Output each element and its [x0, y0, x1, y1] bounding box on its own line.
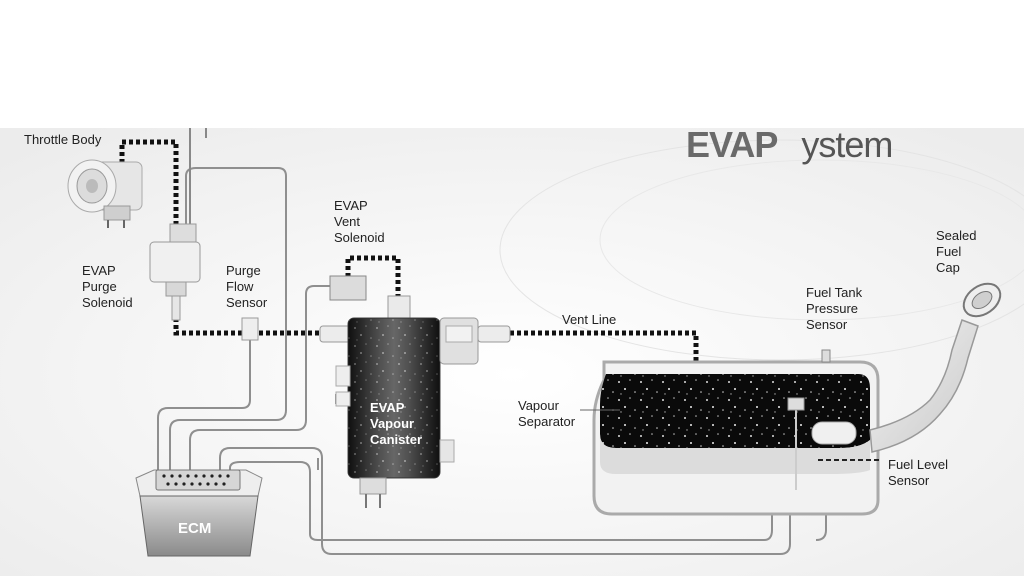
throttle-body-label: Throttle Body: [24, 132, 102, 147]
purge-flow-sensor: [241, 317, 259, 341]
purge-solenoid: [149, 223, 201, 321]
title-part-2: ystem: [801, 124, 893, 165]
fuel-level-sensor-label: Fuel Level Sensor: [888, 457, 948, 488]
vapour-separator-label: Vapour Separator: [518, 398, 576, 429]
ecm-unit: [135, 469, 263, 557]
vapour-canister: [335, 295, 479, 508]
fuel-tank-pressure-sensor-label: Fuel Tank Pressure Sensor: [806, 285, 863, 332]
vent-solenoid: [329, 275, 367, 301]
purge-flow-sensor-label: Purge Flow Sensor: [226, 263, 268, 310]
title-part-1: EVAP: [686, 124, 778, 165]
filler-neck: [869, 282, 1002, 453]
sealed-fuel-cap-label: Sealed Fuel Cap: [936, 228, 977, 275]
wiring: [157, 167, 827, 555]
throttle-body: [67, 159, 143, 228]
ecm-label: ECM: [178, 520, 212, 537]
diagram-title: EVAP ystem: [686, 124, 893, 166]
vapour-canister-label: EVAP Vapour Canister: [370, 400, 423, 447]
fuel-tank: [592, 349, 880, 516]
vent-solenoid-label: EVAP Vent Solenoid: [334, 198, 385, 245]
vent-line-label: Vent Line: [562, 312, 617, 327]
purge-solenoid-label: EVAP Purge Solenoid: [82, 263, 133, 310]
